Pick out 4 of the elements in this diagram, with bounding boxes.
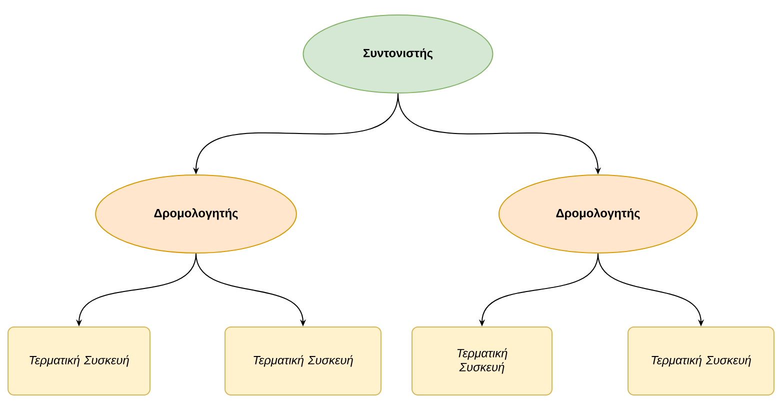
terminal-box: Τερματική Συσκευή (628, 326, 774, 396)
terminal-box: Τερματική Συσκευή (224, 326, 382, 396)
terminal-box: Τερματική Συσκευή (412, 326, 552, 396)
terminal-box: Τερματική Συσκευή (8, 326, 150, 396)
